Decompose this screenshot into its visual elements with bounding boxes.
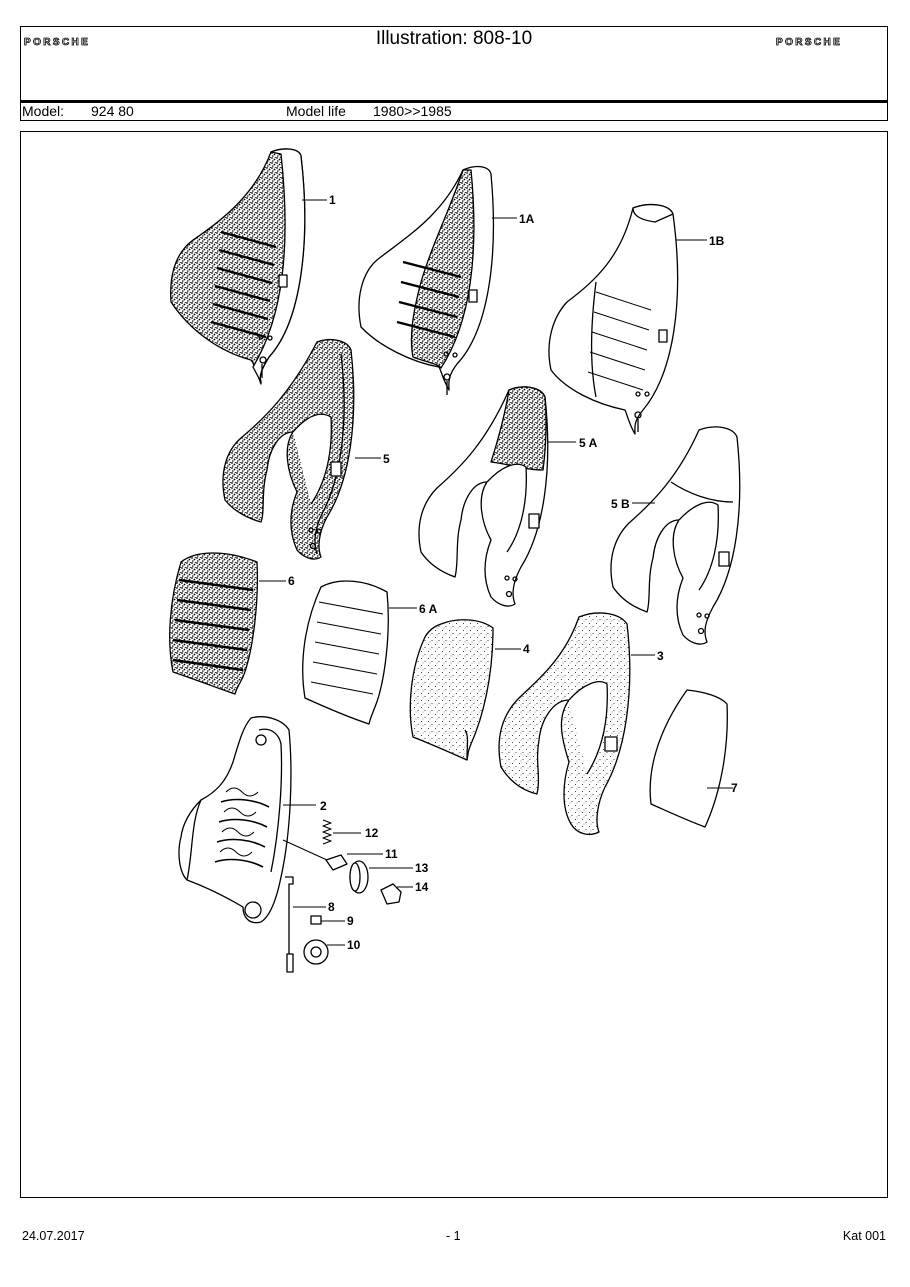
callout-11: 11 [385,847,398,861]
part-1b-seat-back-cover [548,203,707,435]
part-4-foam-insert [409,619,521,761]
part-6a-backrest-insert [302,580,417,725]
callout-9: 9 [347,914,354,928]
callout-5b: 5 B [611,497,630,511]
part-6-backrest-insert [169,552,286,695]
exploded-seat-diagram: 1 1A [169,148,741,973]
header-divider [21,100,887,103]
model-life-value: 1980>>1985 [373,103,452,119]
callout-10: 10 [347,938,361,952]
callout-8: 8 [328,900,335,914]
callout-4: 4 [523,642,530,656]
callout-12: 12 [365,826,379,840]
part-8-release-rod [285,876,326,973]
porsche-logo-right: PORSCHE [776,37,843,48]
porsche-logo-left: PORSCHE [24,37,91,48]
callout-1a: 1A [519,212,535,226]
part-13-knob [349,860,413,894]
header-box: PORSCHE Illustration: 808-10 PORSCHE Mod… [20,26,888,121]
part-5-side-bolster-cover [222,339,381,560]
callout-7: 7 [731,781,738,795]
footer-date: 24.07.2017 [22,1229,85,1243]
part-11-lever [282,839,383,871]
callout-2: 2 [320,799,327,813]
part-1-seat-back-cover [170,148,327,385]
part-10-bushing [303,939,345,965]
callout-6a: 6 A [419,602,438,616]
part-2-seat-frame [178,716,316,924]
model-value: 924 80 [91,103,134,119]
part-3-foam-frame-pad [498,612,655,835]
part-9-retaining-clip [310,915,345,925]
footer-page-number: - 1 [446,1229,461,1243]
part-14-clip [380,883,413,905]
callout-13: 13 [415,861,429,875]
model-label: Model: [22,103,65,119]
part-5b-side-bolster-cover [610,426,741,645]
callout-1: 1 [329,193,336,207]
part-12-spring [322,819,361,845]
callout-1b: 1B [709,234,725,248]
callout-14: 14 [415,880,429,894]
illustration-title: Illustration: 808-10 [375,28,533,49]
part-1a-seat-back-cover [358,165,517,395]
callout-6: 6 [288,574,295,588]
illustration-panel: 1 1A [20,131,888,1198]
footer-catalog: Kat 001 [842,1229,886,1243]
part-5a-side-bolster-cover [418,386,576,607]
model-life-label: Model life [286,103,346,119]
callout-3: 3 [657,649,664,663]
callout-5a: 5 A [579,436,598,450]
callout-5: 5 [383,452,390,466]
part-7-backing-panel [649,689,733,828]
